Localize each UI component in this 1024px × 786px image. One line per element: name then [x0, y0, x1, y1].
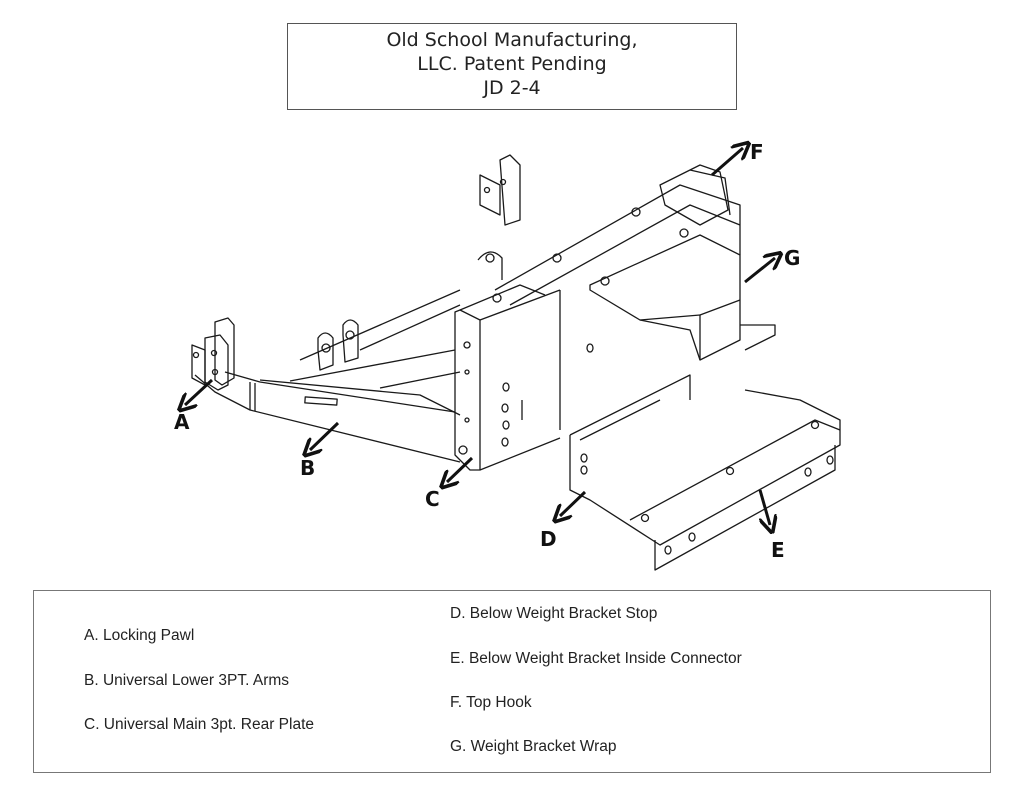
arrow-b	[310, 421, 340, 450]
legend-item-e: E. Below Weight Bracket Inside Connector	[450, 650, 742, 667]
arrow-c	[447, 456, 474, 482]
arrow-g	[744, 258, 775, 284]
main-rear-plate	[454, 284, 594, 471]
arrow-e	[758, 489, 770, 525]
arrow-f	[711, 148, 743, 177]
locking-pawl	[191, 317, 235, 391]
title-box: Old School Manufacturing, LLC. Patent Pe…	[287, 23, 737, 110]
callout-b: B	[300, 456, 315, 480]
legend-item-d: D. Below Weight Bracket Stop	[450, 605, 658, 622]
callout-d: D	[540, 527, 557, 551]
legend-item-f: F. Top Hook	[450, 694, 532, 711]
title-line-3: JD 2-4	[483, 77, 541, 99]
title-line-2: LLC. Patent Pending	[417, 53, 607, 75]
legend-item-c: C. Universal Main 3pt. Rear Plate	[84, 716, 315, 733]
legend-box: A. Locking Pawl B. Universal Lower 3PT. …	[33, 590, 991, 773]
bracket-assembly-drawing: A B C D E F G	[174, 115, 841, 571]
lower-3pt-arms	[194, 289, 461, 463]
weight-bracket-wrap	[589, 234, 741, 361]
arm-lugs	[317, 319, 359, 371]
callout-g: G	[784, 246, 800, 270]
legend-item-g: G. Weight Bracket Wrap	[450, 738, 617, 755]
legend-item-a: A. Locking Pawl	[84, 627, 195, 644]
top-hook	[659, 164, 731, 226]
callout-a: A	[174, 410, 190, 434]
callout-e: E	[771, 538, 785, 562]
arrow-a	[185, 378, 214, 405]
below-weight-bracket-stop	[569, 324, 841, 546]
callout-f: F	[750, 140, 764, 164]
top-frame	[477, 154, 741, 306]
inside-connector	[629, 419, 841, 571]
callout-c: C	[425, 487, 440, 511]
arrow-d	[560, 490, 587, 516]
legend-item-b: B. Universal Lower 3PT. Arms	[84, 672, 290, 689]
title-line-1: Old School Manufacturing,	[386, 29, 638, 51]
